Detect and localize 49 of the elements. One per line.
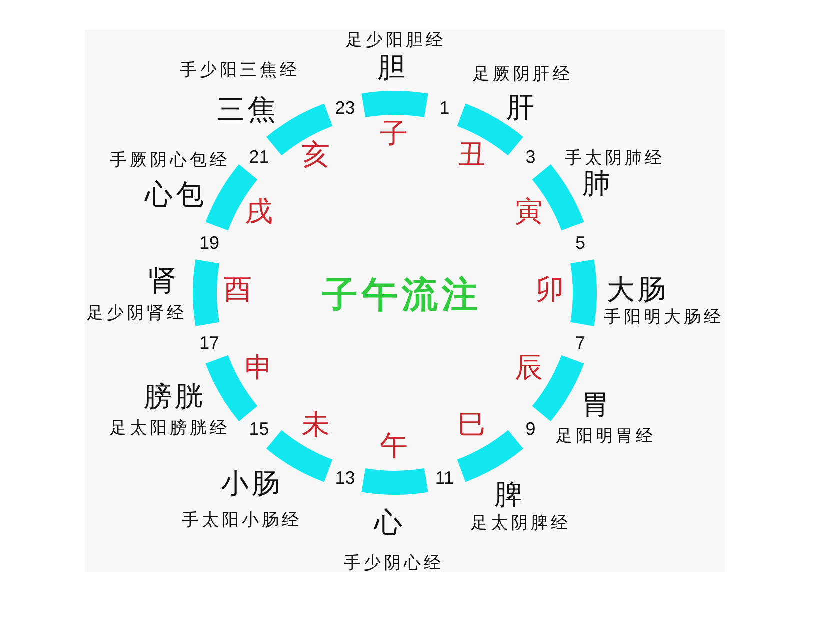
- hour-label: 11: [435, 469, 454, 488]
- meridian-name: 手太阴肺经: [565, 150, 665, 168]
- meridian-name: 手厥阴心包经: [110, 152, 230, 170]
- hour-label: 21: [249, 148, 270, 166]
- meridian-name: 足太阴脾经: [471, 516, 571, 532]
- hour-label: 9: [526, 420, 536, 438]
- organ-name: 肝: [506, 94, 538, 122]
- diagram-title: 子午流注: [322, 278, 482, 314]
- organ-name: 心: [374, 509, 406, 537]
- organ-name: 胆: [378, 54, 408, 82]
- earthly-branch-label: 辰: [515, 354, 544, 382]
- earthly-branch-label: 亥: [302, 140, 330, 169]
- earthly-branch-label: 申: [244, 354, 273, 382]
- hour-label: 19: [200, 234, 220, 252]
- hour-label: 1: [440, 98, 450, 117]
- earthly-branch-label: 午: [380, 432, 408, 460]
- hour-label: 23: [335, 98, 356, 117]
- organ-name: 胃: [582, 391, 612, 419]
- hour-label: 3: [526, 148, 536, 166]
- earthly-branch-label: 酉: [224, 276, 252, 304]
- organ-name: 大肠: [607, 276, 669, 304]
- meridian-name: 足太阳膀胱经: [110, 420, 230, 438]
- meridian-name: 手阳明大肠经: [604, 310, 724, 326]
- meridian-name: 手少阴心经: [344, 556, 444, 572]
- hour-label: 7: [575, 334, 586, 352]
- hour-label: 13: [335, 469, 356, 488]
- earthly-branch-label: 子: [380, 120, 408, 148]
- earthly-branch-label: 戌: [244, 198, 273, 226]
- earthly-branch-label: 寅: [515, 198, 544, 226]
- meridian-name: 足厥阴肝经: [473, 66, 573, 84]
- organ-name: 小肠: [221, 470, 283, 498]
- earthly-branch-label: 巳: [458, 411, 486, 440]
- organ-name: 肾: [148, 267, 180, 295]
- earthly-branch-label: 未: [302, 411, 330, 440]
- hour-label: 15: [249, 420, 270, 438]
- organ-name: 心包: [145, 181, 207, 209]
- meridian-name: 足少阴肾经: [87, 306, 187, 322]
- meridian-name: 足少阳胆经: [346, 32, 446, 50]
- meridian-name: 足阳明胃经: [556, 428, 656, 446]
- earthly-branch-label: 丑: [458, 140, 486, 169]
- meridian-name: 手少阳三焦经: [180, 62, 300, 80]
- organ-name: 三焦: [217, 96, 279, 124]
- hour-label: 17: [200, 334, 220, 352]
- meridian-name: 手太阳小肠经: [182, 512, 302, 530]
- organ-name: 膀胱: [144, 383, 206, 411]
- earthly-branch-label: 卯: [536, 276, 564, 304]
- organ-name: 肺: [582, 170, 614, 198]
- organ-name: 脾: [494, 481, 526, 509]
- hour-label: 5: [575, 234, 586, 252]
